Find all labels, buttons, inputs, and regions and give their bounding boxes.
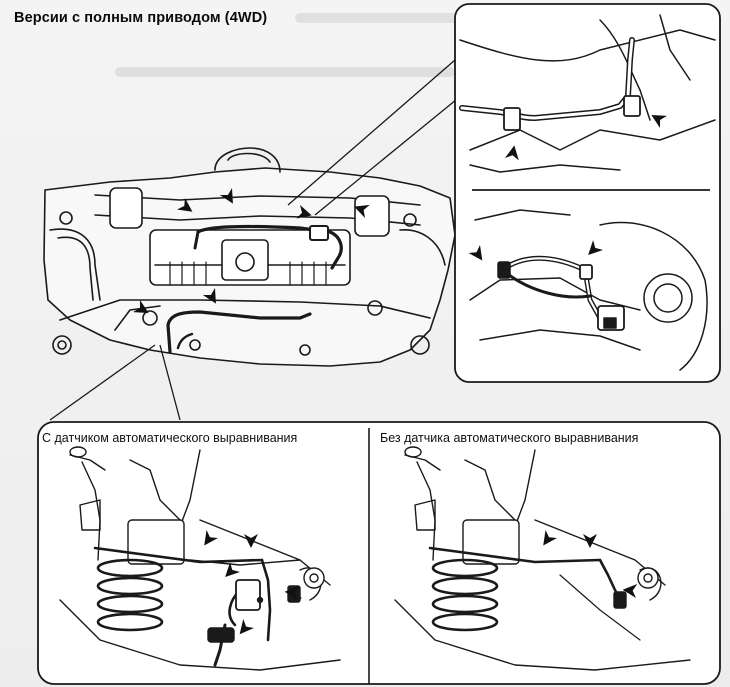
caption-with-leveling-sensor: С датчиком автоматического выравнивания bbox=[42, 431, 298, 445]
bottom-panel bbox=[37, 421, 721, 685]
inset-panel-top-right bbox=[454, 3, 721, 383]
page-title: Версии с полным приводом (4WD) bbox=[14, 10, 268, 26]
bottom-right-drawing bbox=[394, 446, 691, 671]
main-subframe-drawing bbox=[43, 147, 456, 367]
background-ghost-lines bbox=[115, 13, 465, 77]
bottom-left-drawing bbox=[59, 446, 341, 671]
callout-lines bbox=[49, 59, 463, 421]
caption-without-leveling-sensor: Без датчика автоматического выравнивания bbox=[380, 431, 639, 445]
